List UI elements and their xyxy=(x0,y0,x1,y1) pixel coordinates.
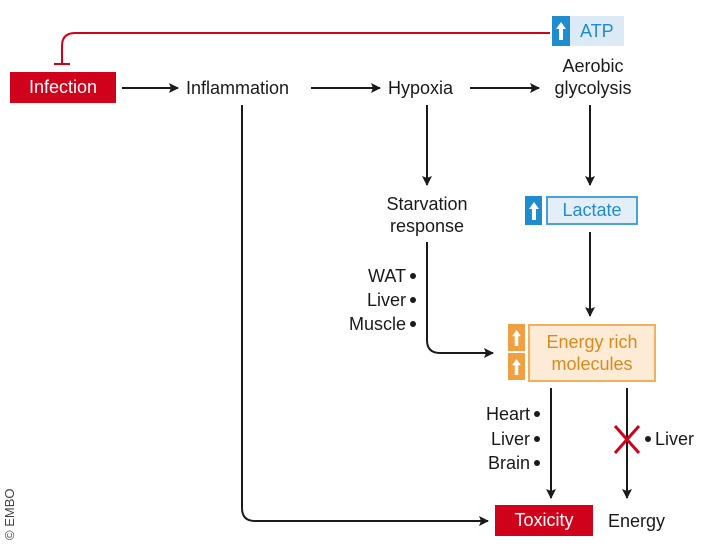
starvation-line2: response xyxy=(389,216,465,236)
atp-inhibits-infection-line xyxy=(61,32,550,64)
aerobic-glycolysis-line2: glycolysis xyxy=(554,78,632,98)
inflammation-node: Inflammation xyxy=(186,78,290,98)
tissue-wat: WAT xyxy=(368,266,406,286)
aerobic-glycolysis-line1: Aerobic xyxy=(562,56,624,76)
lactate-node: Lactate xyxy=(546,196,638,225)
starvation-line1: Starvation xyxy=(386,194,468,214)
copyright-label: © EMBO xyxy=(2,488,17,540)
energy-rich-molecules-node: Energy rich molecules xyxy=(528,324,656,382)
atp-node: ATP xyxy=(570,16,624,46)
atp-label: ATP xyxy=(580,20,614,41)
aerobic-glycolysis-node: Aerobic glycolysis xyxy=(548,55,638,99)
infection-label: Infection xyxy=(28,77,98,97)
hypoxia-node: Hypoxia xyxy=(388,78,454,98)
energy-rich-line2: molecules xyxy=(551,354,633,374)
arrow-starvation-energy xyxy=(426,242,494,358)
energy-node: Energy xyxy=(608,511,666,531)
lactate-up-arrow-icon xyxy=(525,196,542,225)
tissue-brain: Brain xyxy=(487,453,530,473)
atp-up-arrow-icon xyxy=(552,16,570,46)
energy-rich-line1: Energy rich xyxy=(546,332,638,352)
arrow-inflammation-toxicity xyxy=(241,105,489,526)
toxicity-node: Toxicity xyxy=(495,505,593,536)
toxicity-label: Toxicity xyxy=(514,510,574,530)
lactate-label: Lactate xyxy=(562,200,622,220)
infection-node: Infection xyxy=(10,72,116,103)
tissue-liver-blocked: Liver xyxy=(655,429,695,449)
energy-up-arrow-icon-2 xyxy=(508,353,525,380)
energy-up-arrow-icon-1 xyxy=(508,324,525,351)
tissue-liver: Liver xyxy=(366,290,406,310)
tissue-heart: Heart xyxy=(485,404,530,424)
tissue-muscle: Muscle xyxy=(348,314,406,334)
tissue-liver-toxicity: Liver xyxy=(490,429,530,449)
tissue-bullets xyxy=(410,273,651,466)
block-cross-icon xyxy=(613,425,641,454)
starvation-response-node: Starvation response xyxy=(372,193,482,237)
